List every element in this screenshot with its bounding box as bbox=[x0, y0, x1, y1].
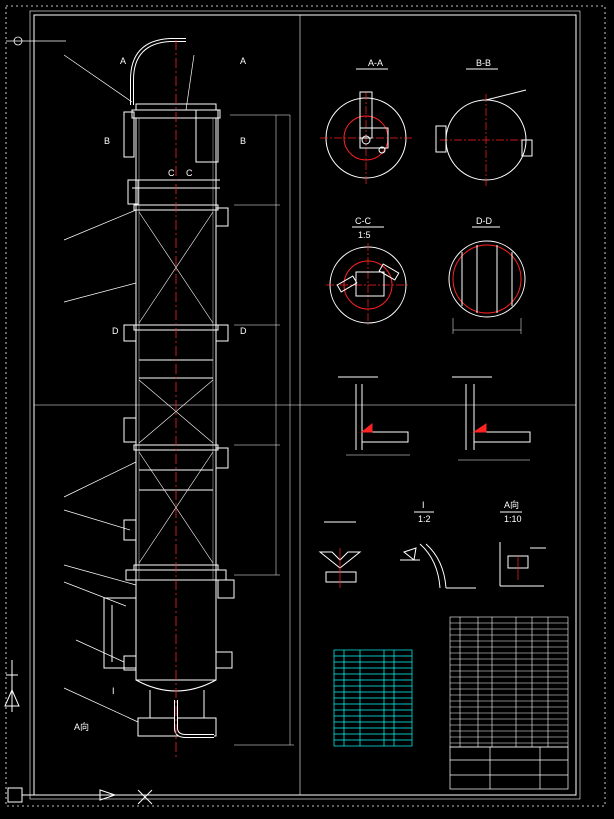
weld-detail-left bbox=[338, 376, 410, 456]
nozzle-table bbox=[333, 649, 413, 747]
section-mark-b-right: B bbox=[240, 136, 246, 146]
view-title-cc: C-C bbox=[355, 216, 371, 226]
section-view-bb: B-B bbox=[435, 58, 533, 186]
crosshair-marker bbox=[6, 36, 66, 46]
detail-mark-i: I bbox=[112, 686, 115, 696]
section-view-dd: D-D bbox=[448, 216, 526, 334]
section-mark-d-right: D bbox=[240, 326, 247, 336]
section-view-aa: A-A bbox=[320, 58, 412, 184]
view-title-aa: A-A bbox=[368, 58, 383, 68]
detail-i: I 1:2 bbox=[400, 500, 476, 589]
detail-title-a-view: A向 bbox=[504, 499, 519, 510]
section-mark-d-left: D bbox=[112, 326, 119, 336]
section-marks: A A B B C C D D I A向 bbox=[74, 56, 247, 732]
detail-a-view: A向 1:10 bbox=[499, 499, 546, 587]
view-title-bb: B-B bbox=[476, 58, 491, 68]
detail-scale-a-view: 1:10 bbox=[504, 514, 522, 524]
title-block bbox=[449, 746, 569, 790]
section-mark-a-left: A bbox=[120, 56, 126, 66]
parts-list-table bbox=[449, 616, 569, 748]
leader-lines bbox=[63, 54, 195, 723]
weld-detail-butt bbox=[318, 521, 362, 588]
weld-detail-right bbox=[452, 376, 531, 461]
column-elevation bbox=[103, 38, 294, 746]
ucs-icon bbox=[4, 660, 153, 805]
section-mark-b-left: B bbox=[104, 136, 110, 146]
drawing-frame bbox=[5, 5, 606, 807]
section-mark-a-right: A bbox=[240, 56, 246, 66]
view-scale-cc: 1:5 bbox=[358, 230, 371, 240]
detail-title-i: I bbox=[422, 500, 425, 510]
section-mark-c-right: C bbox=[186, 168, 193, 178]
section-view-cc: C-C 1:5 bbox=[326, 216, 410, 327]
section-mark-c-left: C bbox=[168, 168, 175, 178]
a-view-label: A向 bbox=[74, 721, 89, 732]
detail-scale-i: 1:2 bbox=[418, 514, 431, 524]
view-title-dd: D-D bbox=[476, 216, 492, 226]
